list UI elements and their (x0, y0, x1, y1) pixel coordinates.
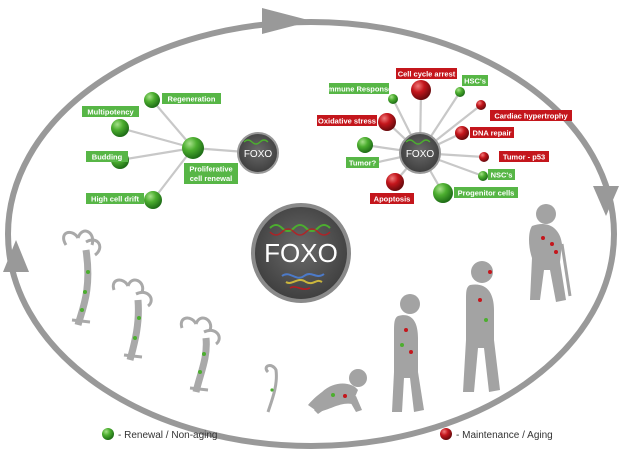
renewal-labels: Regeneration Multipotency Budding High c… (82, 93, 238, 204)
foxo-center: FOXO (251, 203, 351, 303)
label-hscs: HSC's (464, 77, 486, 86)
node-dna-repair (455, 126, 469, 140)
hydra-3 (179, 316, 221, 393)
label-regeneration: Regeneration (168, 95, 216, 104)
label-progenitor-cells: Progenitor cells (458, 189, 515, 198)
legend-red-dot (440, 428, 452, 440)
foxo-hub-left-label: FOXO (244, 149, 273, 160)
arrowhead-right-icon (593, 186, 619, 216)
protein-structure-icon (281, 273, 325, 290)
label-cardiac-hypertrophy: Cardiac hypertrophy (494, 112, 568, 121)
label-oxidative-stress: Oxidative stress (318, 117, 376, 126)
arrowhead-top-icon (262, 8, 312, 34)
elder-silhouette (529, 204, 572, 302)
label-budding: Budding (92, 153, 123, 162)
legend-red-label: - Maintenance / Aging (456, 430, 553, 441)
node-cardiac (476, 100, 486, 110)
node-progenitor-cells (433, 183, 453, 203)
label-tumor-p53: Tumor - p53 (503, 153, 545, 162)
label-cell-cycle-arrest: Cell cycle arrest (398, 70, 456, 79)
legend-green-label: - Renewal / Non-aging (118, 430, 218, 441)
maintenance-labels: Immune Response Cell cycle arrest HSC's … (317, 68, 572, 204)
arrowhead-left-icon (3, 240, 29, 272)
renewal-nodes (111, 92, 204, 209)
label-tumor-question: Tumor? (349, 159, 377, 168)
legend-green-dot (102, 428, 114, 440)
label-dna-repair: DNA repair (473, 129, 512, 138)
node-nscs (478, 171, 488, 181)
node-tumor-question (357, 137, 373, 153)
legend: - Renewal / Non-aging - Maintenance / Ag… (102, 428, 553, 441)
baby-silhouette (308, 369, 367, 414)
foxo-hub-right: FOXO (399, 132, 441, 174)
label-immune-response: Immune Response (326, 85, 393, 94)
label-apoptosis: Apoptosis (374, 195, 411, 204)
node-regeneration (144, 92, 160, 108)
node-proliferative (182, 137, 204, 159)
child-silhouette (392, 294, 424, 412)
node-multipotency (111, 119, 129, 137)
foxo-hub-left: FOXO (237, 132, 279, 174)
node-cell-cycle-arrest (411, 80, 431, 100)
label-proliferative-line1: Proliferative (189, 165, 232, 174)
foxo-center-label: FOXO (264, 238, 338, 268)
label-proliferative-line2: cell renewal (190, 174, 233, 183)
node-oxidative-stress (378, 113, 396, 131)
label-nscs: NSC's (491, 171, 513, 180)
label-multipotency: Multipotency (87, 108, 134, 117)
label-high-cell-drift: High cell drift (91, 195, 139, 204)
node-tumor-p53 (479, 152, 489, 162)
foxo-hub-right-label: FOXO (406, 149, 435, 160)
node-apoptosis (386, 173, 404, 191)
human-life-stages (308, 204, 572, 414)
lifecycle-ring (3, 8, 619, 449)
hydra-2 (111, 278, 153, 361)
adult-silhouette (463, 261, 500, 392)
hydra-1 (62, 229, 102, 326)
node-hscs (455, 87, 465, 97)
hydra-organisms (62, 229, 278, 413)
node-immune-response (388, 94, 398, 104)
hydra-bud-small (264, 364, 278, 413)
node-high-cell-drift (144, 191, 162, 209)
